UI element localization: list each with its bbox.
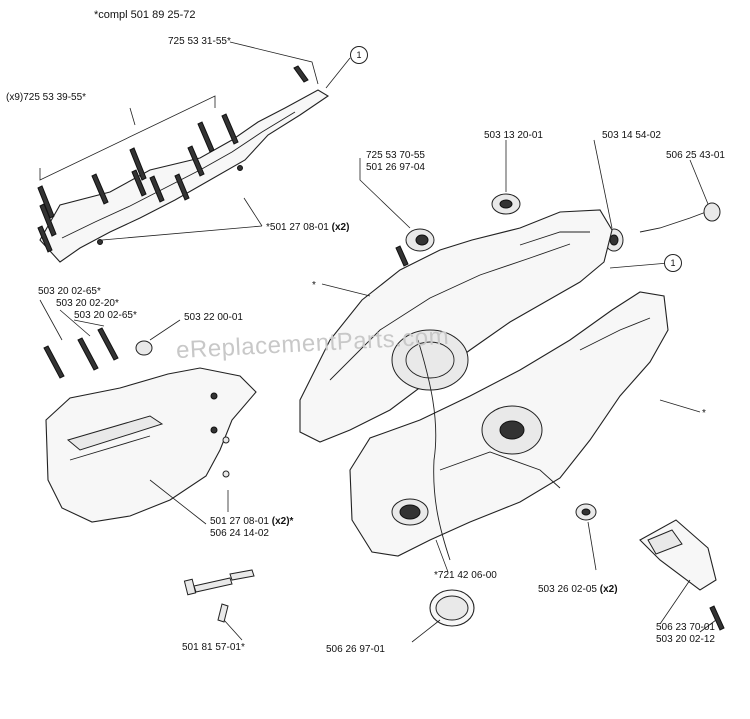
bracket-p2 [39, 95, 216, 181]
label-p3b: 501 26 97-04 [366, 162, 425, 173]
label-p12: 501 27 08-01 (x2)* [210, 516, 294, 527]
label-star1: * [312, 280, 316, 291]
label-p10: 503 20 02-65* [74, 310, 137, 321]
leader-p14 [435, 539, 449, 573]
label-p6: 506 25 43-01 [666, 150, 725, 161]
cap-506-26-97 [411, 589, 475, 643]
label-p16a: 506 23 70-01 [656, 622, 715, 633]
frame-bolts [37, 65, 309, 253]
label-p7: *501 27 08-01 (x2) [266, 222, 350, 233]
label-p9: 503 20 02-20* [56, 298, 119, 309]
label-p5: 503 14 54-02 [602, 130, 661, 141]
leader-p7 [101, 197, 263, 241]
label-p14: *721 42 06-00 [434, 570, 497, 581]
leader-star2 [659, 399, 701, 413]
guide-506-23-70 [639, 519, 725, 633]
knob-506-25 [639, 159, 721, 233]
leader-star1 [321, 283, 371, 297]
label-p11: 503 22 00-01 [184, 312, 243, 323]
side-cover [39, 299, 257, 525]
crankcase-upper [299, 209, 613, 443]
wire-721 [417, 339, 451, 561]
washer-503-26 [575, 503, 597, 571]
crankcase-lower [349, 291, 669, 557]
frame-strut [39, 89, 330, 263]
callout-1-top: 1 [350, 46, 368, 64]
damper-assembly [359, 158, 435, 267]
label-star2: * [702, 408, 706, 419]
label-p1: 725 53 31-55* [168, 36, 231, 47]
label-p13: 506 24 14-02 [210, 528, 269, 539]
label-p15: 503 26 02-05 (x2) [538, 584, 618, 595]
callout-1-right: 1 [664, 254, 682, 272]
label-compl: *compl 501 89 25-72 [94, 9, 196, 21]
grommet-503-13 [491, 140, 521, 215]
leader-p2 [129, 107, 136, 126]
leader-c1 [325, 57, 351, 89]
label-p3a: 725 53 70-55 [366, 150, 425, 161]
label-p8: 503 20 02-65* [38, 286, 101, 297]
label-p2: (x9)725 53 39-55* [6, 92, 87, 103]
label-p16b: 503 20 02-12 [656, 634, 715, 645]
label-p4: 503 13 20-01 [484, 130, 543, 141]
label-p17: 501 81 57-01* [182, 642, 245, 653]
leader-p1 [229, 41, 319, 85]
label-p18: 506 26 97-01 [326, 644, 385, 655]
bolts-501-81 [183, 569, 255, 641]
